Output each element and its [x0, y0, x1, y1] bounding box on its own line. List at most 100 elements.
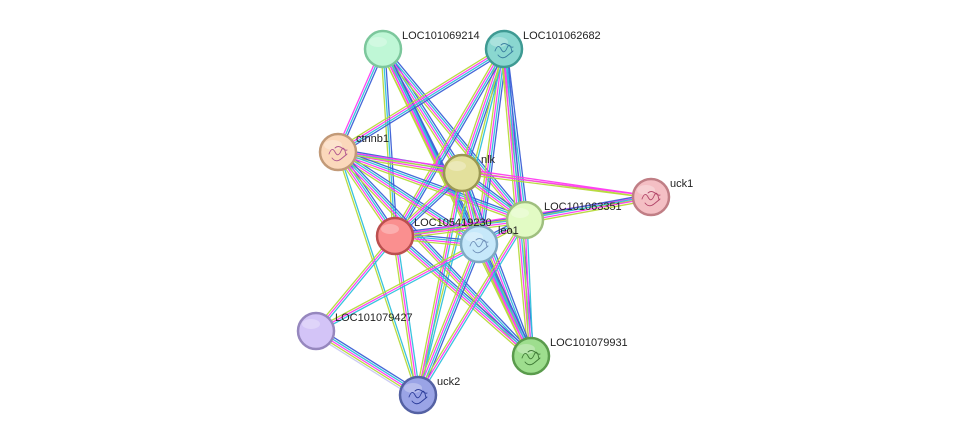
evidence-line: [395, 234, 533, 356]
evidence-line: [461, 173, 651, 199]
evidence-line: [339, 50, 506, 156]
evidence-line: [383, 48, 464, 173]
node-highlight: [637, 185, 655, 195]
evidence-line: [419, 173, 465, 396]
protein-structure-icon: [641, 191, 661, 207]
evidence-line: [500, 49, 529, 357]
node-circle: [375, 216, 415, 256]
evidence-line: [316, 328, 420, 394]
node-label-nlk: nlk: [481, 154, 496, 166]
evidence-line: [417, 172, 463, 396]
evidence-line: [381, 49, 462, 174]
evidence-line: [314, 241, 479, 330]
node-highlight: [465, 232, 483, 242]
node-LOC101079931[interactable]: [511, 336, 551, 376]
evidence-line: [524, 219, 532, 357]
node-LOC101063351[interactable]: [505, 200, 545, 240]
evidence-line: [383, 47, 527, 220]
evidence-line: [338, 150, 533, 356]
evidence-line: [313, 333, 417, 399]
evidence-line: [475, 244, 529, 358]
node-LOC101079427[interactable]: [296, 311, 336, 351]
evidence-line: [336, 154, 525, 224]
edge-nlk-uck2: [415, 172, 465, 396]
evidence-line: [396, 235, 421, 395]
evidence-line: [314, 332, 418, 398]
evidence-line: [462, 171, 652, 197]
edge-ctnnb1-LOC101063351: [336, 148, 527, 224]
evidence-line: [392, 237, 530, 359]
node-uck1[interactable]: [631, 177, 671, 217]
node-label-LOC101069214: LOC101069214: [402, 30, 480, 42]
node-label-leo1: leo1: [498, 225, 519, 237]
node-label-uck2: uck2: [437, 376, 460, 388]
node-label-LOC101063351: LOC101063351: [544, 201, 622, 213]
evidence-line: [464, 171, 535, 356]
edge-LOC101062682-LOC101063351: [500, 48, 529, 221]
node-ctnnb1[interactable]: [318, 132, 358, 172]
node-label-LOC101062682: LOC101062682: [523, 30, 601, 42]
node-circle: [442, 153, 482, 193]
node-LOC105419230[interactable]: [375, 216, 415, 256]
evidence-line: [415, 218, 524, 395]
evidence-line: [525, 197, 652, 222]
evidence-line: [338, 150, 652, 197]
evidence-line: [418, 244, 481, 396]
evidence-line: [506, 48, 529, 220]
node-label-ctnnb1: ctnnb1: [356, 133, 389, 145]
protein-structure-icon: [521, 350, 541, 366]
edge-leo1-LOC101079427: [314, 241, 481, 334]
evidence-line: [418, 49, 506, 396]
node-highlight: [381, 224, 399, 234]
evidence-line: [336, 45, 503, 151]
protein-structure-icon: [469, 238, 489, 254]
evidence-line: [522, 220, 530, 357]
edge-ctnnb1-uck2: [336, 151, 420, 396]
edge-LOC101063351-uck2: [415, 218, 528, 397]
node-circle: [318, 132, 358, 172]
node-circle: [363, 29, 403, 69]
evidence-line: [415, 172, 461, 395]
evidence-line: [417, 219, 526, 396]
evidence-line: [502, 49, 531, 357]
evidence-line: [479, 243, 533, 356]
edge-LOC101063351-LOC101079931: [522, 219, 534, 357]
node-LOC101069214[interactable]: [363, 29, 403, 69]
evidence-line: [524, 193, 651, 218]
node-circle: [296, 311, 336, 351]
edge-leo1-LOC101079931: [475, 242, 535, 358]
nodes-layer: [296, 29, 671, 415]
evidence-line: [315, 243, 480, 332]
node-uck2[interactable]: [398, 375, 438, 415]
evidence-line: [338, 151, 420, 395]
evidence-line: [385, 47, 535, 355]
node-LOC101062682[interactable]: [484, 29, 524, 69]
evidence-line: [526, 219, 534, 356]
evidence-line: [384, 48, 398, 236]
protein-structure-icon: [494, 43, 514, 59]
node-label-LOC101079931: LOC101079931: [550, 337, 628, 349]
evidence-line: [313, 234, 394, 331]
evidence-line: [317, 327, 421, 393]
evidence-line: [394, 235, 419, 396]
node-leo1[interactable]: [459, 224, 499, 264]
node-highlight: [369, 37, 387, 47]
evidence-line: [315, 235, 396, 332]
node-circle: [505, 200, 545, 240]
node-nlk[interactable]: [442, 153, 482, 193]
edge-LOC101069214-nlk: [379, 47, 466, 175]
node-highlight: [490, 37, 508, 47]
evidence-line: [477, 244, 531, 357]
node-circle: [631, 177, 671, 217]
evidence-line: [395, 222, 526, 240]
evidence-line: [419, 220, 528, 397]
protein-structure-icon: [328, 146, 348, 162]
evidence-line: [525, 199, 652, 224]
node-highlight: [448, 161, 466, 171]
node-highlight: [404, 383, 422, 393]
evidence-line: [339, 149, 534, 355]
evidence-line: [316, 245, 481, 334]
evidence-line: [481, 242, 535, 356]
